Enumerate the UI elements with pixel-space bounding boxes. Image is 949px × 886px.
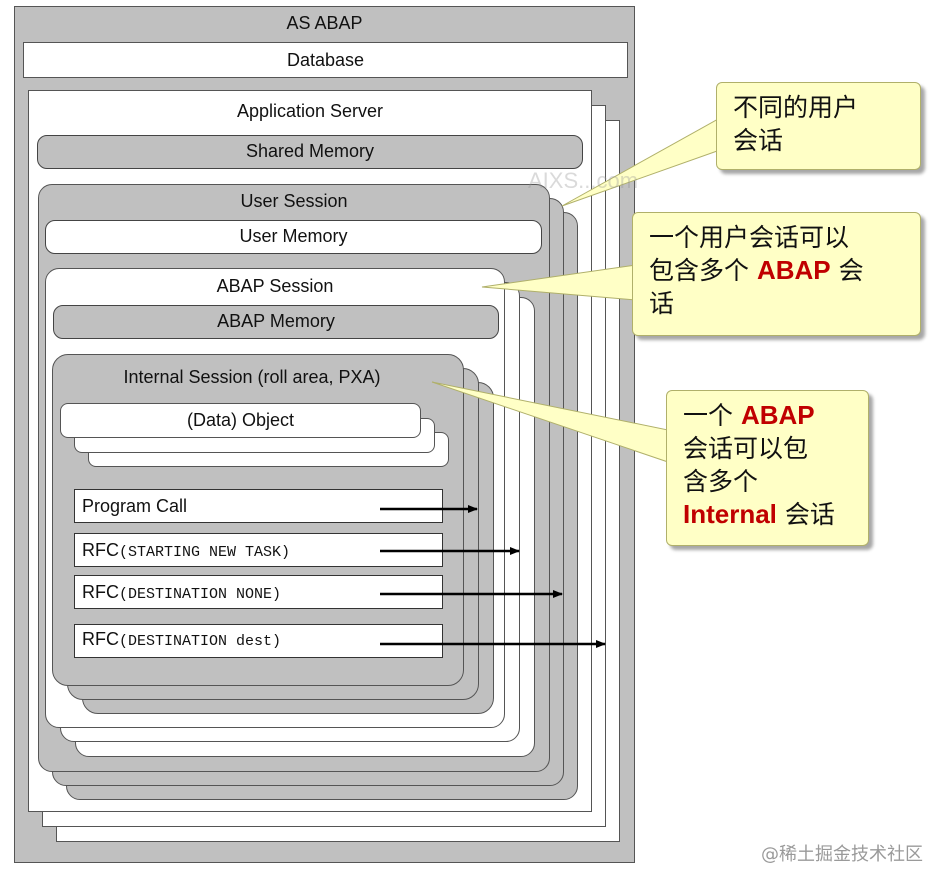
note2-tail [481, 264, 637, 301]
call-code: (STARTING NEW TASK) [119, 544, 291, 561]
call-label: RFC [82, 582, 119, 602]
program-call-box: Program Call [74, 489, 443, 523]
data-object-box: (Data) Object [60, 403, 421, 438]
shared-memory-bar: Shared Memory [37, 135, 583, 169]
note3-line3: 含多个 [683, 467, 759, 496]
abap-session-label: ABAP Session [216, 276, 334, 296]
note-abap-contains-internal: 一个 ABAP 会话可以包 含多个 Internal 会话 [666, 390, 869, 546]
abap-memory-bar: ABAP Memory [53, 305, 499, 339]
note2-line2: 包含多个 ABAP 会 [649, 254, 910, 287]
note-different-user-sessions: 不同的用户 会话 [716, 82, 921, 170]
database-label: Database [286, 50, 365, 70]
internal-session-label: Internal Session (roll area, PXA) [123, 367, 381, 387]
rfc-destination-none-box: RFC(DESTINATION NONE) [74, 575, 443, 609]
note2-line2-a: 包含多个 [649, 256, 757, 285]
note3-line4-b: 会话 [776, 500, 835, 529]
call-code: (DESTINATION NONE) [119, 586, 282, 603]
as-abap-title: AS ABAP [286, 13, 363, 33]
note2-highlight: ABAP [756, 255, 831, 285]
note3-line1: 一个 ABAP [683, 399, 858, 432]
note3-line4: Internal 会话 [683, 498, 858, 531]
call-label: Program Call [82, 496, 188, 516]
call-code: (DESTINATION dest) [119, 633, 282, 650]
note3-line2: 会话可以包 [683, 434, 809, 463]
note3-highlight-internal: Internal [683, 499, 777, 529]
note2-line1: 一个用户会话可以 [649, 223, 850, 252]
user-session-label: User Session [240, 191, 348, 211]
database-box: Database [23, 42, 628, 78]
data-object-label: (Data) Object [186, 410, 295, 430]
note1-line1: 不同的用户 [733, 93, 859, 122]
note3-line1-a: 一个 [683, 401, 741, 430]
rfc-destination-dest-box: RFC(DESTINATION dest) [74, 624, 443, 658]
note1-line2: 会话 [733, 126, 784, 155]
note2-line3: 话 [649, 289, 675, 318]
note-user-session-contains-abap: 一个用户会话可以 包含多个 ABAP 会 话 [632, 212, 921, 336]
note3-highlight-abap: ABAP [740, 400, 815, 430]
note2-line2-b: 会 [830, 256, 864, 285]
watermark: AIXS...com [528, 168, 639, 193]
application-server-label: Application Server [236, 101, 384, 121]
footer-credit: @稀土掘金技术社区 [761, 844, 923, 865]
call-label: RFC [82, 540, 119, 560]
note3-tail [431, 381, 669, 463]
user-memory-bar: User Memory [45, 220, 542, 254]
call-label: RFC [82, 629, 119, 649]
